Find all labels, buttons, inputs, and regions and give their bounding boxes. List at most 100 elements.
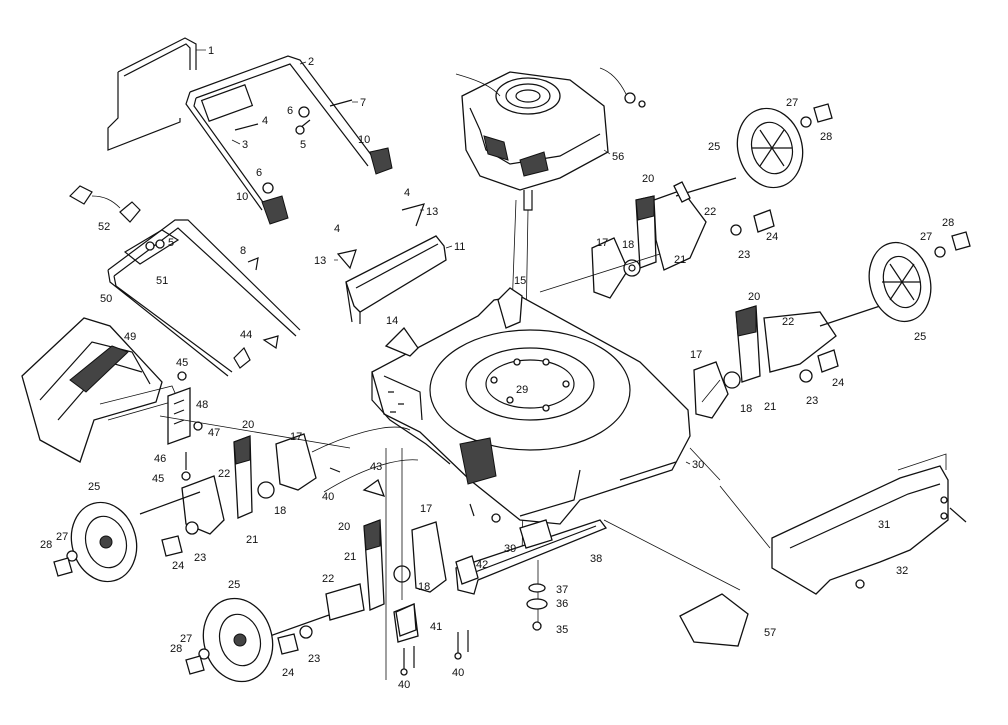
blade-assembly [455, 519, 608, 631]
callout: 3 [242, 139, 248, 151]
callout: 22 [218, 468, 230, 480]
callout: 21 [344, 551, 356, 563]
callout: 24 [766, 231, 778, 243]
callout: 7 [360, 97, 366, 109]
callout: 10 [358, 134, 370, 146]
bracket-41 [395, 603, 417, 637]
callout: 42 [476, 559, 488, 571]
callout: 28 [170, 643, 182, 655]
callout: 18 [740, 403, 752, 415]
callout: 32 [896, 565, 908, 577]
callout: 6 [256, 167, 262, 179]
callout: 6 [287, 105, 293, 117]
lower-handle-assembly [69, 185, 301, 377]
upper-handle [185, 55, 376, 213]
callout: 57 [764, 627, 776, 639]
callout: 23 [806, 395, 818, 407]
callout: 35 [556, 624, 568, 636]
callout: 30 [692, 459, 704, 471]
callout: 25 [88, 481, 100, 493]
callout: 25 [708, 141, 720, 153]
callout: 20 [338, 521, 350, 533]
callout: 23 [738, 249, 750, 261]
callout: 20 [642, 173, 654, 185]
height-adjuster-lower-left [139, 433, 317, 557]
callout: 51 [156, 275, 168, 287]
callout: 56 [612, 151, 624, 163]
bracket-43 [362, 478, 386, 497]
handle-knob [369, 147, 393, 175]
callout: 27 [180, 633, 192, 645]
mower-deck [371, 287, 691, 525]
callout: 28 [40, 539, 52, 551]
deck-dome [429, 329, 631, 451]
callout: 20 [748, 291, 760, 303]
callout: 48 [196, 399, 208, 411]
wheel-upper-right [736, 103, 833, 189]
lower-handle [107, 219, 301, 377]
callout: 5 [300, 139, 306, 151]
callout: 52 [98, 221, 110, 233]
callout: 45 [176, 357, 188, 369]
height-adjuster-mid-right [693, 305, 881, 419]
callout: 24 [282, 667, 294, 679]
callout: 45 [152, 473, 164, 485]
callout: 17 [690, 349, 702, 361]
callout: 40 [322, 491, 334, 503]
callout: 22 [782, 316, 794, 328]
handle-knob [261, 195, 289, 225]
rear-door-bracket [167, 371, 203, 481]
engine-recoil [495, 77, 561, 115]
callout: 14 [386, 315, 398, 327]
clip-part [69, 185, 141, 223]
callout: 18 [274, 505, 286, 517]
callout: 31 [878, 519, 890, 531]
grass-bag [21, 317, 179, 463]
callout: 37 [556, 584, 568, 596]
callout: 4 [404, 187, 410, 199]
callout: 43 [370, 461, 382, 473]
callout: 27 [786, 97, 798, 109]
callout: 18 [418, 581, 430, 593]
callout: 27 [920, 231, 932, 243]
callout: 40 [398, 679, 410, 691]
callout: 23 [194, 552, 206, 564]
callout: 15 [514, 275, 526, 287]
rear-trim-panel [336, 203, 447, 324]
callout: 13 [314, 255, 326, 267]
bail-part [107, 37, 197, 151]
callout: 22 [704, 206, 716, 218]
side-deflector [771, 453, 967, 595]
callout: 1 [208, 45, 214, 57]
callout: 23 [308, 653, 320, 665]
callout: 21 [764, 401, 776, 413]
callout: 2 [308, 56, 314, 68]
callout-labels: 1 2 3 4 4 4 5 5 6 6 7 8 10 10 11 13 13 1… [40, 45, 954, 691]
callout: 28 [820, 131, 832, 143]
bracket-14 [384, 326, 419, 357]
callout: 44 [240, 329, 252, 341]
callout: 20 [242, 419, 254, 431]
callout: 28 [942, 217, 954, 229]
callout: 46 [154, 453, 166, 465]
callout: 36 [556, 598, 568, 610]
callout: 18 [622, 239, 634, 251]
callout: 17 [290, 431, 302, 443]
callout: 25 [914, 331, 926, 343]
callout: 49 [124, 331, 136, 343]
callout: 24 [172, 560, 184, 572]
handle-label [200, 84, 254, 122]
upper-handle-assembly [107, 37, 393, 225]
callout: 21 [246, 534, 258, 546]
callout: 4 [334, 223, 340, 235]
callout: 4 [262, 115, 268, 127]
callout: 17 [596, 237, 608, 249]
callout: 24 [832, 377, 844, 389]
callout: 17 [420, 503, 432, 515]
callout: 41 [430, 621, 442, 633]
callout: 22 [322, 573, 334, 585]
height-adjuster-upper-right [591, 177, 775, 299]
callout: 21 [674, 254, 686, 266]
wheel-lower-left [53, 501, 138, 583]
